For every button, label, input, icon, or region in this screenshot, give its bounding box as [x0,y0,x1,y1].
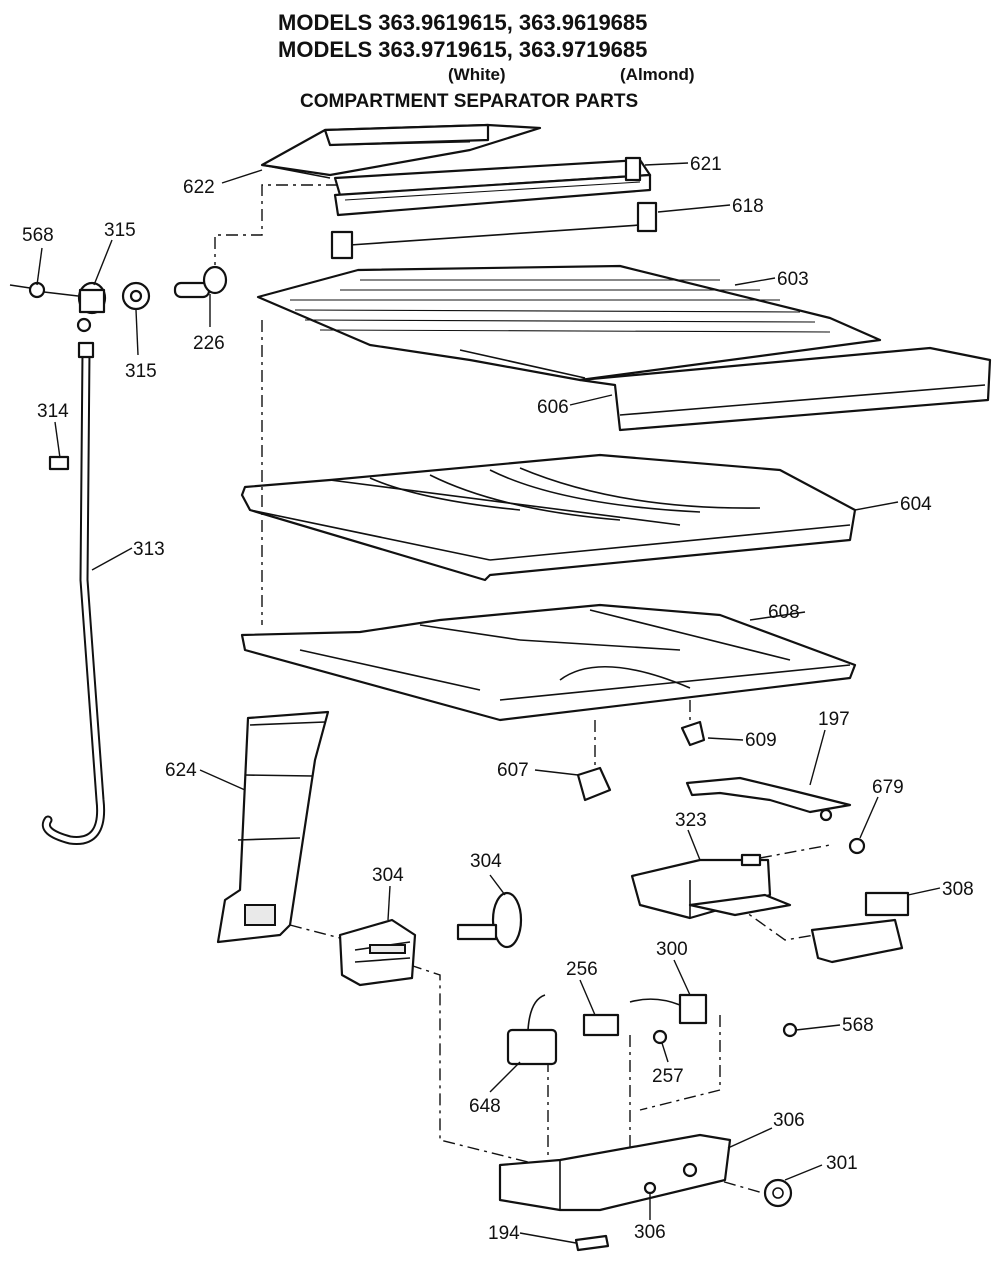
center-line-l [759,844,831,859]
part-257-screw [652,1029,668,1045]
label-314: 314 [37,401,69,422]
label-624: 624 [165,760,197,781]
label-300: 300 [656,939,688,960]
label-304-b: 304 [470,851,502,872]
label-304-a: 304 [372,865,404,886]
color-white-label: (White) [448,65,506,84]
part-301-knob [763,1178,793,1208]
label-197: 197 [818,709,850,730]
part-608-separator [240,603,857,722]
part-194-grille [574,1234,610,1252]
label-606: 606 [537,397,569,418]
part-315-bracket [76,281,107,333]
label-194: 194 [488,1223,520,1244]
label-603: 603 [777,269,809,290]
label-306-b: 306 [634,1222,666,1243]
part-226-knob [173,265,228,299]
part-679-screw [819,808,866,855]
label-257: 257 [652,1066,684,1087]
label-315-b: 315 [125,361,157,382]
center-line-f [409,964,561,1171]
label-315-a: 315 [104,220,136,241]
center-line-i [639,1015,721,1111]
title-line-1: MODELS 363.9619615, 363.9619685 [278,10,647,35]
label-621: 621 [690,154,722,175]
color-almond-label: (Almond) [620,65,695,84]
part-300-thermostat [629,993,708,1025]
part-568-screw [9,281,46,299]
label-609: 609 [745,730,777,751]
label-618: 618 [732,196,764,217]
center-line-b [214,184,338,265]
label-679: 679 [872,777,904,798]
part-313-tube [41,341,106,845]
label-608: 608 [768,602,800,623]
title-line-2: MODELS 363.9719615, 363.9719685 [278,37,647,62]
part-306-housing [498,1133,732,1212]
part-304-housing [338,918,417,987]
part-609-clip [680,720,706,747]
part-197-strap [685,776,852,814]
part-622-cover [260,123,542,179]
label-308: 308 [942,879,974,900]
part-315-washer [121,281,151,311]
part-648-switch [506,994,558,1066]
leader-lines [36,162,941,1244]
label-648: 648 [469,1096,501,1117]
label-301: 301 [826,1153,858,1174]
label-313: 313 [133,539,165,560]
label-622: 622 [183,177,215,198]
part-314-clip [48,455,70,471]
label-323: 323 [675,810,707,831]
label-604: 604 [900,494,932,515]
label-256: 256 [566,959,598,980]
part-618-rod [330,201,658,260]
part-604-shelf [240,453,857,582]
part-323-box [630,853,792,920]
label-306-a: 306 [773,1110,805,1131]
label-568-a: 568 [22,225,54,246]
part-308-plate [810,891,910,964]
part-621-channel [333,156,652,217]
part-256-relay [582,1013,620,1037]
center-line-j [699,1174,771,1196]
label-226: 226 [193,333,225,354]
title-line-3: COMPARTMENT SEPARATOR PARTS [300,91,638,112]
label-607: 607 [497,760,529,781]
part-624-bracket [216,710,330,944]
part-304-knob [456,891,523,949]
part-568-screw-b [782,1022,798,1038]
part-607-clip [576,766,612,802]
shaft-line [43,291,79,297]
part-603-shelf [256,264,992,432]
label-568-b: 568 [842,1015,874,1036]
center-line-e [289,924,341,939]
